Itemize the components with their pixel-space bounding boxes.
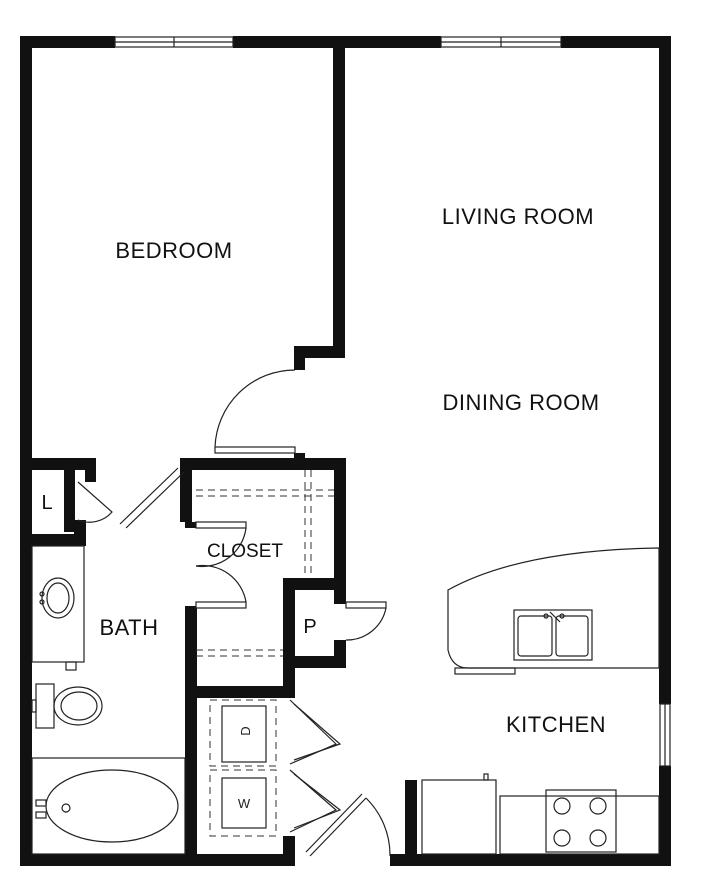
closet-door-bottom <box>195 564 247 609</box>
dryer <box>209 699 277 767</box>
window-bedroom <box>114 36 234 48</box>
entry-door <box>305 793 391 857</box>
label-dining-room: DINING ROOM <box>442 390 599 415</box>
label-linen: L <box>41 492 52 514</box>
bathtub <box>31 757 186 855</box>
closet-door-top <box>195 521 247 568</box>
linen-door <box>77 481 113 523</box>
label-bedroom: BEDROOM <box>115 238 232 263</box>
label-dryer: D <box>238 726 253 735</box>
label-kitchen: KITCHEN <box>506 712 606 737</box>
exterior-walls <box>20 36 671 866</box>
window-living-room <box>440 36 562 48</box>
kitchen-counter <box>499 795 660 855</box>
kitchen-island <box>447 547 660 675</box>
closet-shelves <box>196 470 334 657</box>
refrigerator <box>421 773 497 855</box>
pantry-door <box>345 601 387 641</box>
bath-vanity <box>31 545 85 671</box>
toilet <box>31 683 103 729</box>
stove <box>545 789 617 853</box>
bedroom-door <box>214 369 296 454</box>
label-bath: BATH <box>99 615 158 640</box>
kitchen-sink <box>513 609 593 661</box>
laundry-bifold-doors <box>289 699 342 833</box>
label-living-room: LIVING ROOM <box>442 204 594 229</box>
label-pantry: P <box>303 616 316 638</box>
bath-door <box>119 467 185 529</box>
label-washer: W <box>238 796 251 811</box>
interior-walls <box>20 36 417 866</box>
label-closet: CLOSET <box>207 541 283 562</box>
washer <box>209 769 277 837</box>
window-kitchen <box>659 703 671 767</box>
